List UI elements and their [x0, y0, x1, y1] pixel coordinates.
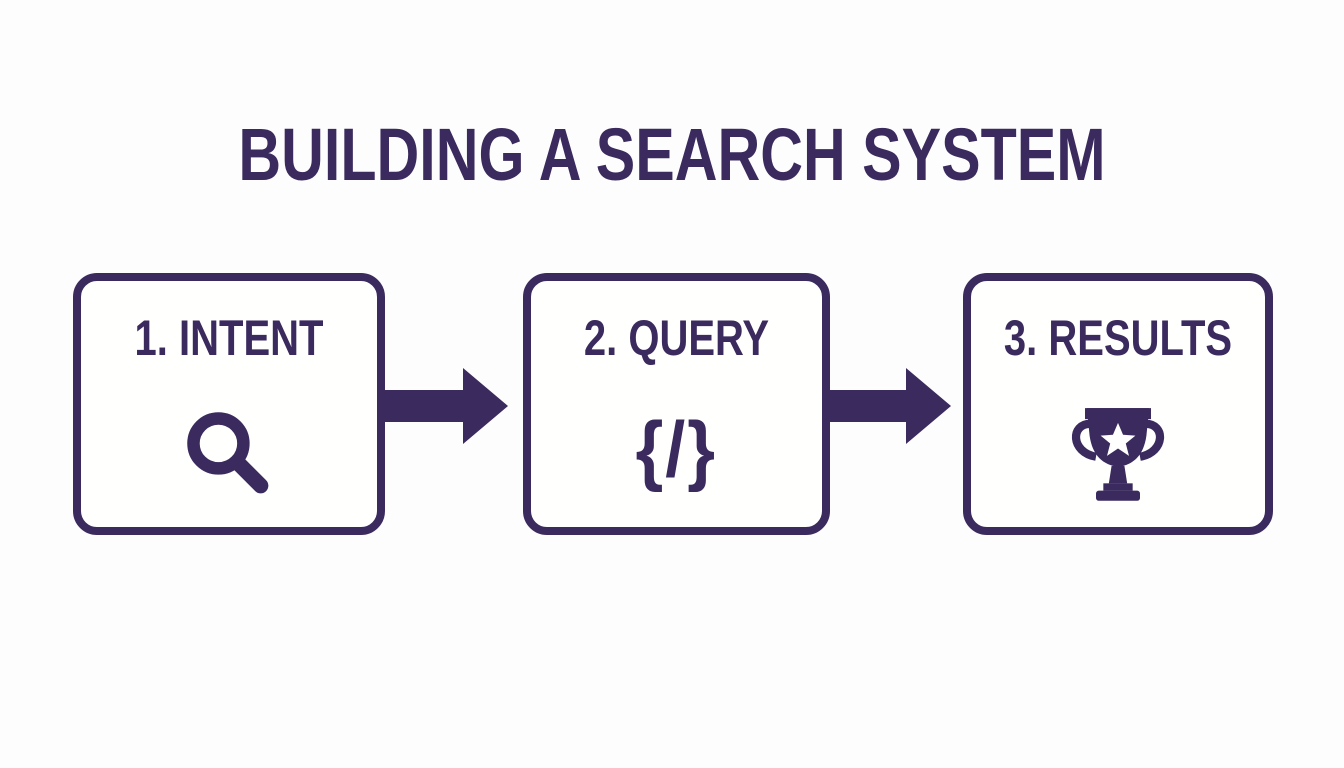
code-glyph: {/} [635, 405, 718, 493]
step-label-query: 2. QUERY [583, 310, 770, 366]
step-label-intent: 1. INTENT [134, 310, 324, 366]
arrow-right-icon [385, 368, 508, 444]
step-box-intent: 1. INTENT [73, 273, 385, 535]
arrow-right-icon [828, 368, 951, 444]
step-label-results: 3. RESULTS [1003, 310, 1233, 366]
step-box-query: 2. QUERY {/} [523, 273, 830, 535]
search-icon [81, 389, 377, 519]
trophy-icon [971, 389, 1265, 519]
page-title: BUILDING A SEARCH SYSTEM [238, 113, 1106, 196]
code-icon: {/} [531, 389, 822, 519]
step-box-results: 3. RESULTS [963, 273, 1273, 535]
